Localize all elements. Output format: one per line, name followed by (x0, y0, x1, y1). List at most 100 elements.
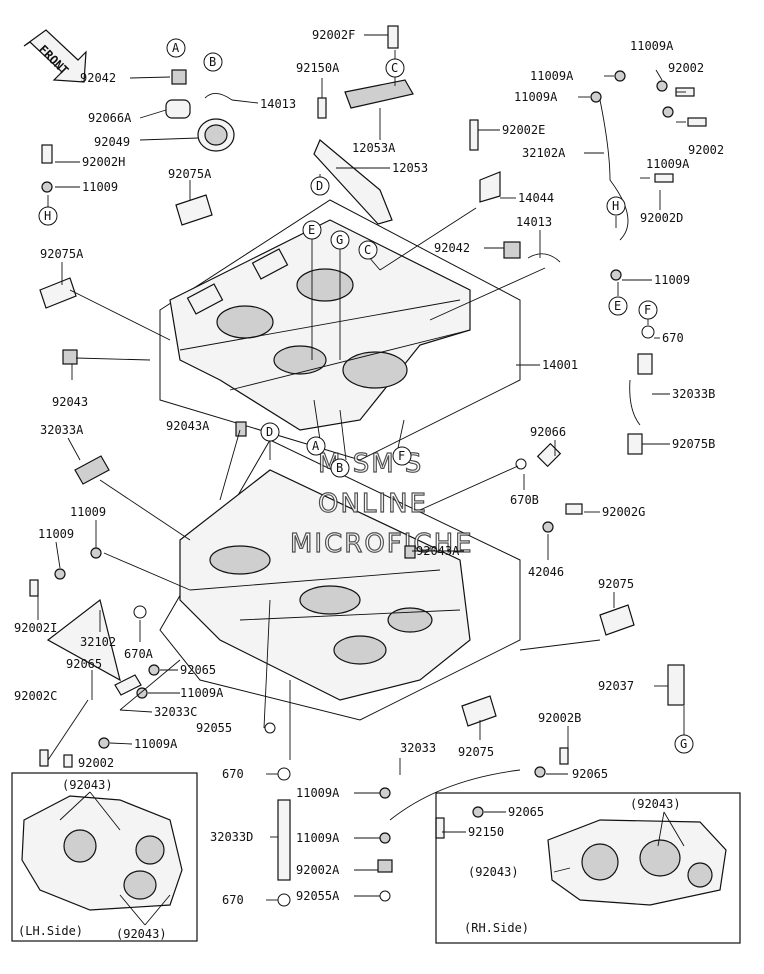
ref-letter-d: D (266, 425, 273, 439)
part-label: 32033A (40, 423, 84, 437)
part-label: 670A (124, 647, 154, 661)
part-label: 11009A (134, 737, 178, 751)
part-label: 92042 (80, 71, 116, 85)
ref-letter-f: F (398, 449, 405, 463)
part-label: 14001 (542, 358, 578, 372)
watermark-line-2: ONLINE (318, 489, 428, 519)
part-label: 42046 (528, 565, 564, 579)
part-label: 92042 (434, 241, 470, 255)
ref-letter-a: A (172, 41, 180, 55)
part-label: 92002C (14, 689, 57, 703)
part-label: 32033 (400, 741, 436, 755)
part-label: 32033B (672, 387, 715, 401)
part-label: 92002 (668, 61, 704, 75)
ref-letter-c: C (391, 61, 398, 75)
part-label: 11009A (646, 157, 690, 171)
ref-letter-b: B (336, 461, 343, 475)
part-label: 92002H (82, 155, 125, 169)
ref-letter-e: E (614, 299, 621, 313)
lower-crankcase (159, 439, 521, 721)
ref-letter-e: E (308, 223, 315, 237)
leader-lines (37, 34, 686, 901)
ref-letter-f: F (644, 303, 651, 317)
part-label: 670B (510, 493, 539, 507)
part-label: 92065 (180, 663, 216, 677)
part-label: 92150 (468, 825, 504, 839)
rh-inset-callout-top: (92043) (630, 797, 681, 811)
ref-letter-h: H (44, 209, 51, 223)
part-label: 670 (662, 331, 684, 345)
part-label: 92002 (78, 756, 114, 770)
ref-letter-b: B (209, 55, 216, 69)
part-label: 92037 (598, 679, 634, 693)
ref-letter-g: G (336, 233, 343, 247)
part-label: 11009A (296, 786, 340, 800)
part-label: 92065 (66, 657, 102, 671)
part-labels: 92042 92066A 92049 14013 92002H 11009 92… (14, 28, 724, 907)
part-label: 92043A (166, 419, 210, 433)
ref-letter-c: C (364, 243, 371, 257)
lh-inset-callout-top: (92043) (62, 778, 113, 792)
part-label: 92075 (458, 745, 494, 759)
lh-inset-callout-bottom: (92043) (116, 927, 167, 941)
part-label: 92002G (602, 505, 645, 519)
part-label: 92055A (296, 889, 340, 903)
ref-letter-d: D (316, 179, 323, 193)
rh-inset-callout-left: (92043) (468, 865, 519, 879)
part-label: 92055 (196, 721, 232, 735)
part-label: 92075A (40, 247, 84, 261)
reference-letters: A B C D H E G C D A B F H E F G (38, 38, 694, 754)
part-label: 92043 (52, 395, 88, 409)
part-label: 92065 (508, 805, 544, 819)
part-label: 92002B (538, 711, 581, 725)
rh-side-inset: (92043) (92043) (RH.Side) (435, 792, 741, 944)
part-label: 32102 (80, 635, 116, 649)
part-label: 92002D (640, 211, 683, 225)
part-label: 11009 (38, 527, 74, 541)
watermark-line-3: MICROFICHE (290, 529, 474, 559)
part-label: 11009A (180, 686, 224, 700)
ref-letter-g: G (680, 737, 687, 751)
ref-letter-h: H (612, 199, 619, 213)
part-label: 92075 (598, 577, 634, 591)
upper-crankcase (159, 199, 521, 461)
part-label: 92043A (416, 544, 460, 558)
part-label: 92002E (502, 123, 545, 137)
part-label: 92150A (296, 61, 340, 75)
part-label: 92002F (312, 28, 355, 42)
part-label: 12053 (392, 161, 428, 175)
part-label: 92066 (530, 425, 566, 439)
part-label: 11009 (82, 180, 118, 194)
part-label: 92066A (88, 111, 132, 125)
part-label: 670 (222, 767, 244, 781)
part-label: 11009 (654, 273, 690, 287)
lh-side-inset: (92043) (92043) (LH.Side) (11, 772, 198, 942)
part-label: 32033C (154, 705, 197, 719)
part-label: 92002I (14, 621, 57, 635)
part-label: 32033D (210, 830, 253, 844)
part-label: 92075A (168, 167, 212, 181)
part-label: 14044 (518, 191, 554, 205)
part-label: 11009A (514, 90, 558, 104)
part-label: 14013 (260, 97, 296, 111)
front-direction-arrow: FRONT (23, 29, 87, 83)
part-label: 32102A (522, 146, 566, 160)
part-label: 11009A (530, 69, 574, 83)
part-label: 670 (222, 893, 244, 907)
part-label: 92002 (688, 143, 724, 157)
part-label: 11009A (630, 39, 674, 53)
lh-inset-caption: (LH.Side) (18, 924, 83, 938)
rh-inset-caption: (RH.Side) (464, 921, 529, 935)
part-label: 92065 (572, 767, 608, 781)
part-label: 11009A (296, 831, 340, 845)
part-label: 92002A (296, 863, 340, 877)
ref-letter-a: A (312, 439, 320, 453)
watermark: M.SM'S ONLINE MICROFICHE (289, 448, 474, 559)
part-label: 12053A (352, 141, 396, 155)
part-label: 92075B (672, 437, 715, 451)
part-label: 14013 (516, 215, 552, 229)
part-label: 92049 (94, 135, 130, 149)
small-parts (29, 25, 707, 907)
part-label: 11009 (70, 505, 106, 519)
